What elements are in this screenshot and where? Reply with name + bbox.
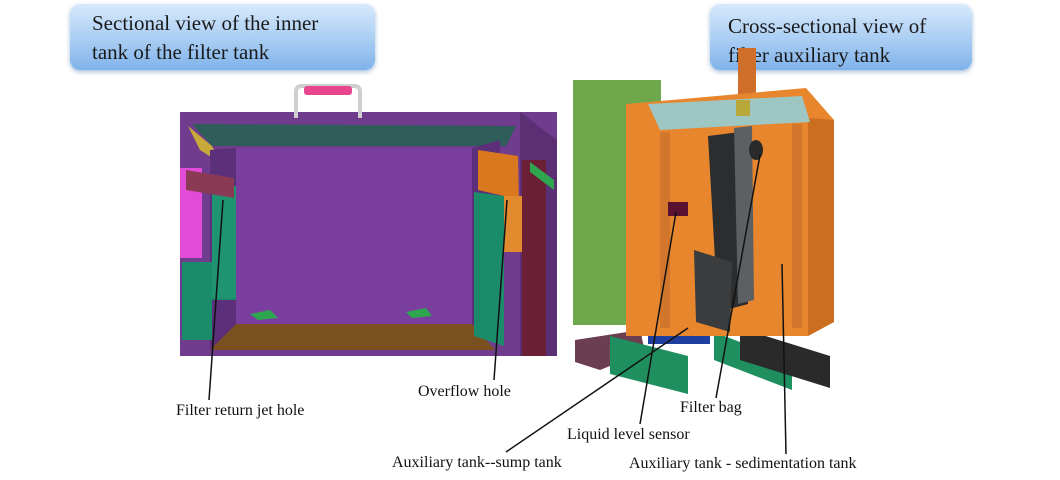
label-sedimentation-tank: Auxiliary tank - sedimentation tank — [629, 455, 857, 472]
label-liquid-level-sensor: Liquid level sensor — [567, 426, 690, 443]
aux-top-opening — [648, 96, 810, 130]
filter-bag-lower — [694, 250, 732, 332]
right-green-strip — [530, 162, 554, 190]
label-sump-tank: Auxiliary tank--sump tank — [392, 454, 562, 471]
left-view-title-line-1: Sectional view of the inner — [92, 11, 319, 35]
aux-divider-left — [660, 132, 670, 328]
floor-drain-left — [250, 310, 278, 320]
right-teal-panel — [474, 192, 504, 346]
aux-dark-drain-pipe — [740, 328, 830, 388]
leader-overflow-hole — [493, 199, 508, 381]
overflow-hole — [504, 196, 526, 252]
leader-sump-tank — [505, 327, 689, 453]
filter-bag-frame — [734, 126, 754, 304]
aux-float-fitting — [749, 140, 763, 160]
leader-filter-bag — [715, 154, 761, 399]
aux-tank-render — [573, 48, 834, 394]
left-view-title-line-2: tank of the filter tank — [92, 40, 270, 64]
left-teal-column — [212, 186, 236, 298]
aux-inlet-fitting — [736, 100, 750, 116]
inner-tank-render — [180, 84, 557, 356]
aux-tank-right-face — [808, 118, 834, 336]
leader-filter-return-jet-hole — [208, 199, 224, 401]
leader-liquid-level-sensor — [639, 211, 677, 425]
left-view-title: Sectional view of the inner tank of the … — [70, 4, 375, 70]
filter-return-jet-pipe — [186, 170, 234, 198]
liquid-level-sensor — [668, 202, 688, 216]
inner-tank-floor — [210, 324, 495, 350]
tank-handle-grip — [304, 86, 352, 95]
leader-sedimentation-tank — [781, 263, 787, 455]
label-overflow-hole: Overflow hole — [418, 383, 511, 400]
label-filter-return-jet-hole: Filter return jet hole — [176, 402, 305, 419]
tank-top-rim — [192, 124, 516, 146]
aux-green-support-left — [610, 336, 688, 394]
right-drain-channel — [522, 160, 546, 356]
label-filter-bag: Filter bag — [680, 399, 742, 416]
floor-drain-right — [406, 308, 432, 318]
callout-leaders — [208, 154, 787, 455]
right-view-title-line-1: Cross-sectional view of — [728, 14, 927, 38]
aux-divider-right — [792, 124, 802, 328]
inner-cavity-back-wall — [236, 148, 472, 324]
